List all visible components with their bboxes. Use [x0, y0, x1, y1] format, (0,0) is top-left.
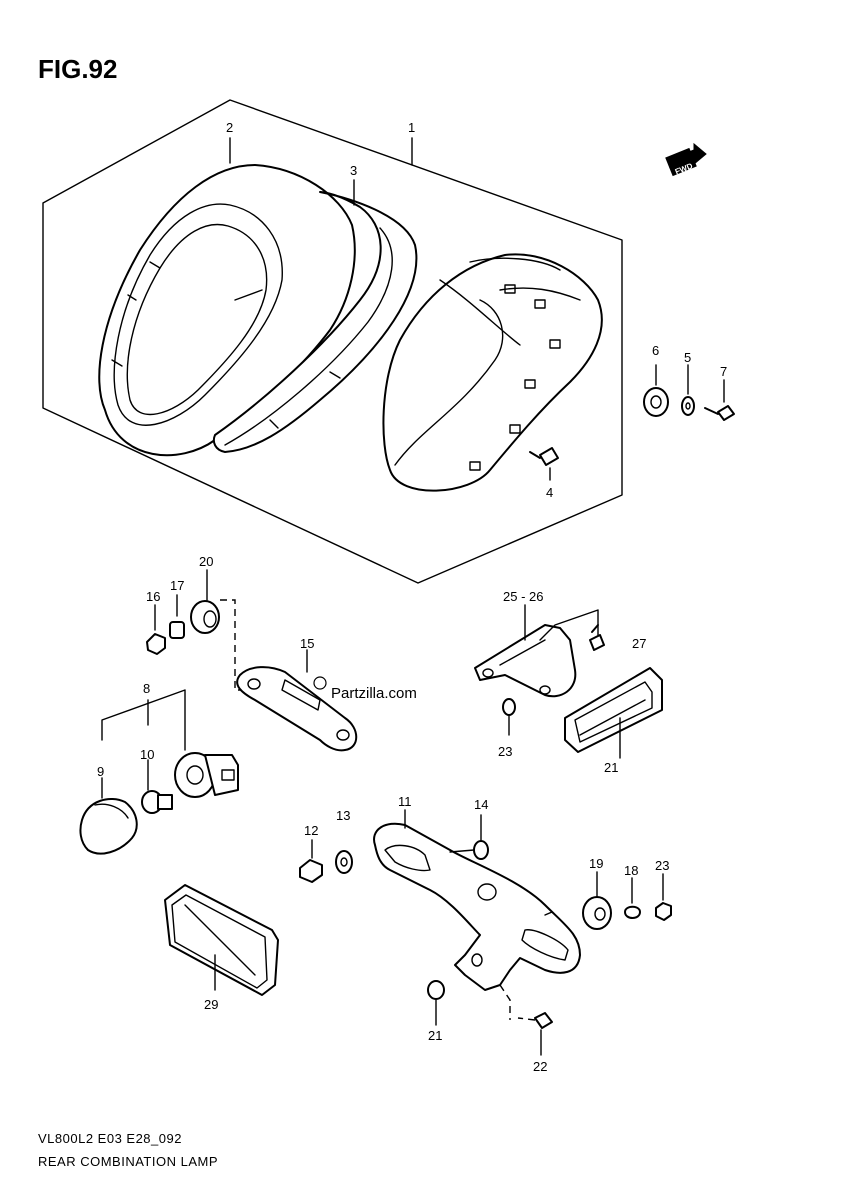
callout-labels: 1 2 3 4 5 6 7 8 9 10 11 12 13 14 15 16 1…: [97, 120, 727, 1074]
nut-23-lower: [655, 873, 672, 921]
bracket-15: [236, 649, 358, 752]
reflector-29: [164, 884, 279, 996]
callout-22: 22: [533, 1059, 547, 1074]
footer-caption: REAR COMBINATION LAMP: [38, 1154, 218, 1169]
screw-7: [704, 379, 735, 421]
reflector-21-upper: [564, 667, 663, 759]
forward-arrow-icon: FWD: [665, 142, 707, 176]
nut-16: [146, 604, 166, 655]
callout-25-26: 25 - 26: [503, 589, 543, 604]
callout-5: 5: [684, 350, 691, 365]
lens-9: [79, 777, 138, 855]
nut-23-upper: [502, 698, 516, 736]
callout-3: 3: [350, 163, 357, 178]
callout-20: 20: [199, 554, 213, 569]
callout-23-lower: 23: [655, 858, 669, 873]
collar-17: [169, 594, 185, 639]
screw-12: [299, 839, 323, 883]
nut-21-lower: [427, 980, 445, 1026]
callout-23-upper: 23: [498, 744, 512, 759]
figure-title: FIG.92: [38, 54, 117, 84]
callout-13: 13: [336, 808, 350, 823]
callout-7: 7: [720, 364, 727, 379]
callout-27: 27: [632, 636, 646, 651]
grommet-6: [643, 364, 669, 417]
callout-1: 1: [408, 120, 415, 135]
screw-4: [529, 447, 559, 481]
grommet-19: [582, 871, 612, 930]
callout-16: 16: [146, 589, 160, 604]
callout-6: 6: [652, 343, 659, 358]
callout-17: 17: [170, 578, 184, 593]
callout-18: 18: [624, 863, 638, 878]
callout-15: 15: [300, 636, 314, 651]
grommet-20: [190, 569, 220, 634]
watermark-text: Partzilla.com: [331, 685, 417, 702]
bracket-8-leader: [101, 689, 186, 751]
lamp-housing: [98, 164, 356, 457]
callout-11: 11: [398, 794, 412, 809]
callout-29: 29: [204, 997, 218, 1012]
leader-lines-upper-left: [220, 599, 260, 691]
callout-8: 8: [143, 681, 150, 696]
washer-5: [681, 364, 695, 416]
callout-19: 19: [589, 856, 603, 871]
nut-14: [449, 814, 489, 860]
bulb-10: [141, 759, 173, 814]
footer-code: VL800L2 E03 E28_092: [38, 1131, 182, 1146]
callout-4: 4: [546, 485, 553, 500]
screw-27: [589, 624, 605, 651]
lamp-gasket: [212, 191, 418, 453]
socket-8: [174, 752, 239, 798]
callout-14: 14: [474, 797, 488, 812]
screw-22: [499, 984, 553, 1056]
bracket-25-26: [474, 604, 599, 698]
bracket-11: [373, 809, 581, 991]
callout-10: 10: [140, 747, 154, 762]
callout-21-upper: 21: [604, 760, 618, 775]
callout-2: 2: [226, 120, 233, 135]
lamp-reflector-body: [382, 253, 603, 492]
callout-9: 9: [97, 764, 104, 779]
collar-18: [624, 877, 641, 919]
callout-12: 12: [304, 823, 318, 838]
washer-13: [335, 850, 353, 874]
lamp-assembly-outline: [42, 99, 623, 584]
callout-21-lower: 21: [428, 1028, 442, 1043]
watermark: Partzilla.com: [313, 676, 417, 702]
